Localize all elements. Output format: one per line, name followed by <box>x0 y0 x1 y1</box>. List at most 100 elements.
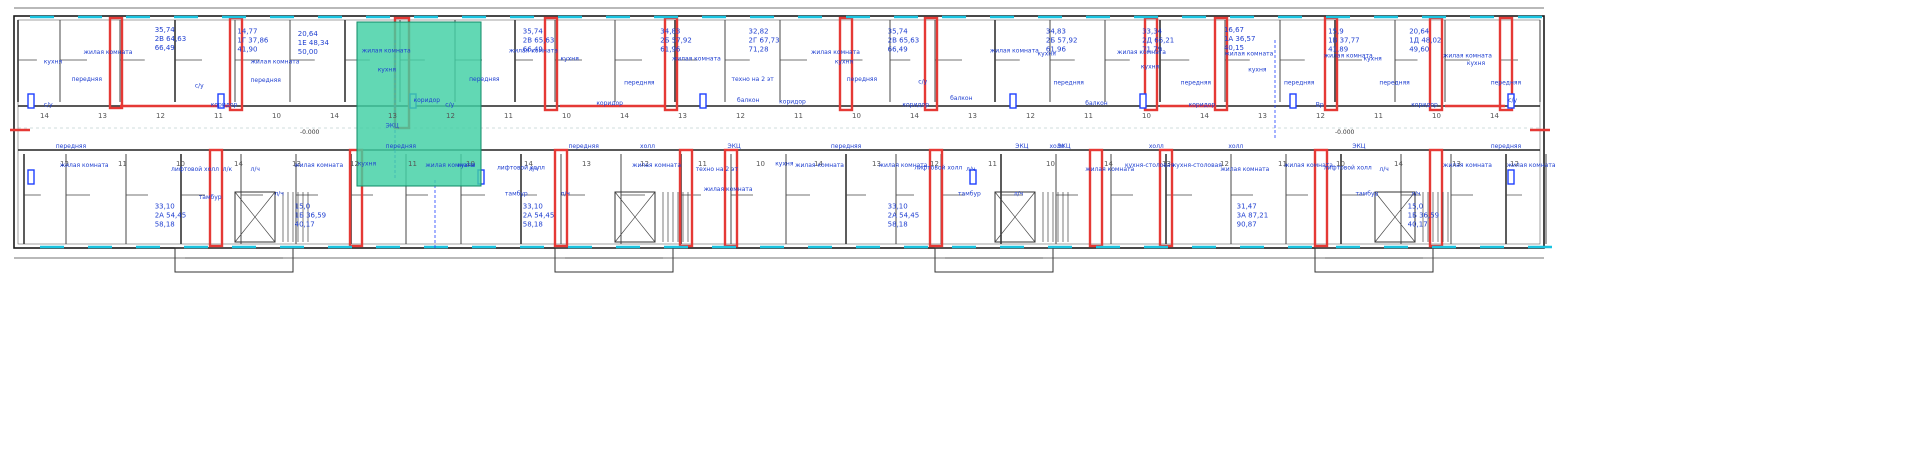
room-label-33: передняя <box>1181 79 1212 86</box>
apartment-area-1: 41,90 <box>237 45 257 53</box>
room-label-32: кухня <box>1141 63 1160 70</box>
room-label-30: балкон <box>1085 100 1108 107</box>
room-label-19: балкон <box>737 97 760 104</box>
room-label-79: холл <box>1149 143 1164 150</box>
highlighted-apartment-area <box>356 21 482 187</box>
bath-fixture-6 <box>1289 93 1297 109</box>
room-label-17: жилая комната <box>672 55 721 62</box>
room-label-65: холл <box>640 143 655 150</box>
elevator-x2-2 <box>994 191 1036 243</box>
axis-number: 10 <box>756 160 765 168</box>
apartment-area-8: 71,79 <box>1142 45 1162 53</box>
elevator-2 <box>994 191 1036 243</box>
room-label-27: жилая комната <box>990 48 1039 55</box>
room-label-44: кухня <box>1467 60 1486 67</box>
room-label-16: передняя <box>624 79 655 86</box>
room-label-31: жилая комната <box>1117 49 1166 56</box>
apartment-area-2: 50,00 <box>298 48 318 56</box>
level-mark: -0.000 <box>300 129 320 136</box>
axis-number: 13 <box>292 160 301 168</box>
apartment-area-4: 34,83 <box>660 27 680 35</box>
bath-fixture-1 <box>217 93 225 109</box>
apartment-area-4: 2Б 57,92 <box>660 36 692 44</box>
apartment-area-10: 15,9 <box>1328 27 1344 35</box>
room-label-74: л/ч <box>966 166 975 173</box>
room-label-26: балкон <box>950 95 973 102</box>
stair-projection-1 <box>554 247 674 273</box>
axis-number: 12 <box>1510 160 1519 168</box>
room-label-47: жилая комната <box>60 162 109 169</box>
room-label-87: л/ч <box>1411 191 1420 198</box>
inner-wall-line <box>17 19 1541 245</box>
red-column-top-3 <box>543 16 559 112</box>
room-label-56: передняя <box>386 143 417 150</box>
axis-number: 10 <box>852 112 861 120</box>
bath-fixture-7 <box>1507 93 1515 109</box>
room-label-13: жилая комната <box>509 48 558 55</box>
apartment-area-4: 61,96 <box>660 45 681 53</box>
stair-projection-3 <box>1314 247 1434 273</box>
room-label-34: коридор <box>1189 102 1216 109</box>
apartment-area-3: 35,74 <box>523 27 544 35</box>
room-label-42: коридор <box>1411 102 1438 109</box>
axis-number: 10 <box>562 112 571 120</box>
room-label-52: л/ч <box>251 166 260 173</box>
apartment-area-10: 1В 37,77 <box>1328 36 1360 44</box>
room-label-43: жилая комната <box>1443 52 1492 59</box>
outer-wall <box>13 15 1545 249</box>
apartment-area-7: 2Б 57,92 <box>1046 36 1078 44</box>
apartment-area-15: 58,18 <box>888 220 908 228</box>
axis-number: 14 <box>1104 160 1113 168</box>
room-label-49: лифтовой холл <box>171 166 219 173</box>
room-label-20: коридор <box>779 98 806 105</box>
apartment-area-16: 31,47 <box>1237 202 1257 210</box>
axis-number: 14 <box>910 112 919 120</box>
room-label-62: л/ч <box>561 191 570 198</box>
axis-number: 14 <box>1490 112 1499 120</box>
axis-number: 14 <box>814 160 823 168</box>
room-label-72: лифтовой холл <box>914 164 962 171</box>
room-label-29: передняя <box>1053 79 1084 86</box>
room-label-3: с/у <box>44 102 53 109</box>
axis-number: 13 <box>872 160 881 168</box>
bath-fixture-4 <box>1009 93 1017 109</box>
axis-number: 11 <box>1278 160 1287 168</box>
room-label-41: передняя <box>1379 79 1410 86</box>
room-label-84: лифтовой холл <box>1324 164 1372 171</box>
apartment-area-3: 2В 65,63 <box>523 36 555 44</box>
axis-number: 14 <box>1200 112 1209 120</box>
bath-fixture-0 <box>27 93 35 109</box>
room-label-14: кухня <box>561 55 580 62</box>
axis-number: 12 <box>156 112 165 120</box>
axis-number: 12 <box>1026 112 1035 120</box>
room-label-91: ЭКЦ <box>1015 143 1028 150</box>
axis-number: 14 <box>620 112 629 120</box>
axis-number: 13 <box>582 160 591 168</box>
apartment-area-5: 2Г 67,73 <box>749 36 780 44</box>
room-label-57: жилая комната <box>425 162 474 169</box>
room-label-22: кухня <box>835 59 854 66</box>
room-label-51: л/к <box>223 166 233 173</box>
room-label-75: л/ч <box>1014 191 1023 198</box>
axis-number: 11 <box>1374 112 1383 120</box>
apartment-area-8: 33,34 <box>1142 27 1163 35</box>
room-label-81: жилая комната <box>1220 166 1269 173</box>
red-column-bottom-1 <box>348 148 364 248</box>
apartment-area-17: 40,17 <box>1408 220 1428 228</box>
axis-number: 12 <box>736 112 745 120</box>
room-label-82: холл <box>1228 143 1243 150</box>
apartment-area-17: 15,0 <box>1408 202 1424 210</box>
axis-number: 11 <box>408 160 417 168</box>
room-label-54: жилая комната <box>294 162 343 169</box>
room-label-83: жилая комната <box>1284 162 1333 169</box>
room-label-45: передняя <box>1491 79 1522 86</box>
room-label-0: кухня <box>44 59 63 66</box>
room-label-46: с/у <box>1508 97 1517 104</box>
apartment-area-5: 32,82 <box>749 27 769 35</box>
room-label-77: жилая комната <box>1085 166 1134 173</box>
apartment-area-17: 1Б 36,59 <box>1408 211 1440 219</box>
axis-number: 14 <box>234 160 243 168</box>
red-column-top-6 <box>923 16 939 112</box>
axis-number: 10 <box>272 112 281 120</box>
